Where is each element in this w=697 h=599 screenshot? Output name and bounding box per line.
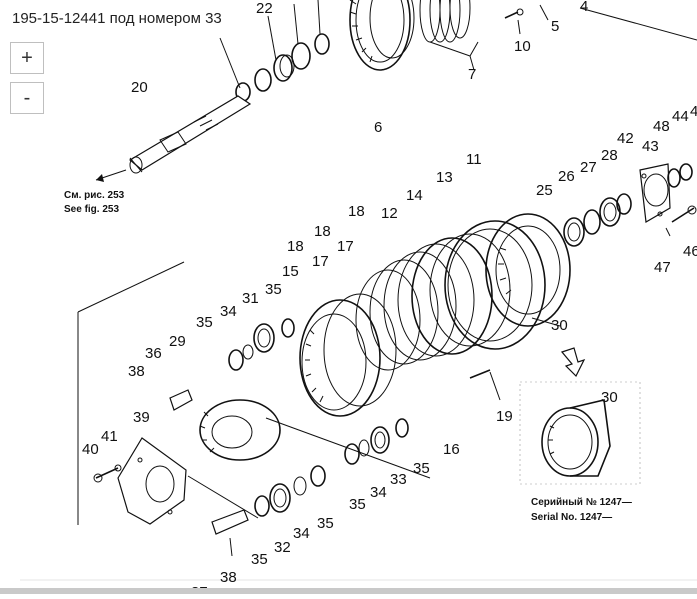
callout-41: 41 [101,428,118,445]
callout-22: 22 [256,0,273,17]
pin-38 [211,509,249,557]
housing-39 [117,437,187,525]
callout-34a: 34 [220,303,237,320]
callout-15: 15 [282,263,299,280]
callout-17a: 17 [337,238,354,255]
callout-35e: 35 [317,515,334,532]
callout-43: 43 [642,138,659,155]
callout-36: 36 [145,345,162,362]
callout-28: 28 [601,147,618,164]
pin-36 [169,389,193,411]
callout-38a: 38 [128,363,145,380]
callout-10: 10 [514,38,531,55]
callout-14: 14 [406,187,423,204]
callout-38b: 38 [220,569,237,586]
rings-43-44 [667,163,693,188]
washer-35a [281,318,295,338]
bolt-40 [93,464,122,483]
callout-18a: 18 [348,203,365,220]
washer-35c [395,418,409,438]
callout-6: 6 [374,119,382,136]
washer-35b [228,349,244,371]
needle-34c [293,476,307,496]
callout-34b: 34 [370,484,387,501]
seal-28 [616,193,632,215]
cover-42 [639,163,671,223]
ref-ru-fig: См. рис. 253 [64,190,125,201]
ring-gear-15 [299,293,397,417]
callout-46: 46 [683,243,697,260]
callout-39: 39 [133,409,150,426]
horizontal-scrollbar[interactable] [0,588,697,594]
gear-33 [370,426,390,454]
callout-7: 7 [468,66,476,83]
ref-en-fig: See fig. 253 [64,204,119,215]
callout-25: 25 [536,182,553,199]
callout-34c: 34 [293,525,310,542]
callout-17b: 17 [312,253,329,270]
callout-47: 47 [654,259,671,276]
callout-48: 48 [653,118,670,135]
bolt-10 [504,8,524,35]
planet-carrier-29 [199,399,281,461]
callout-18b: 18 [287,238,304,255]
zoom-in-button[interactable]: + [10,42,44,74]
callout-16: 16 [443,441,460,458]
callout-26: 26 [558,168,575,185]
clutch-housing-11 [355,220,546,371]
bearing-25 [563,217,585,247]
ref-ru-serial: Серийный № 1247— [531,497,632,508]
ref-en-serial: Serial No. 1247— [531,512,612,523]
callout-20: 20 [131,79,148,96]
callout-29: 29 [169,333,186,350]
zoom-out-button[interactable]: - [10,82,44,114]
callout-35d: 35 [349,496,366,513]
washer-35e [254,495,270,517]
bolt-46 [671,205,697,223]
shaft-20 [95,95,252,182]
callout-19: 19 [496,408,513,425]
needle-34b [358,439,370,457]
pin-19 [469,369,501,401]
callout-31: 31 [242,290,259,307]
callout-12: 12 [381,205,398,222]
arrow-down [560,347,586,378]
gear-6 [349,0,415,71]
callout-27: 27 [580,159,597,176]
callout-4: 4 [580,0,588,15]
page-title: 195-15-12441 под номером 33 [12,10,222,27]
callout-42: 42 [617,130,634,147]
detail-ring-30 [519,381,641,485]
callout-33: 33 [390,471,407,488]
callout-5: 5 [551,18,559,35]
needle-34a [242,344,254,360]
callout-30b: 30 [601,389,618,406]
bearing-26 [583,209,601,235]
gear-32 [269,483,291,513]
callout-44: 44 [672,108,689,125]
washer-35f [310,465,326,487]
gear-31 [253,323,275,353]
callout-4b: 4 [690,103,697,120]
callout-35c: 35 [413,460,430,477]
ring-30 [485,213,571,327]
disc-pack-7 [419,0,479,71]
callout-11: 11 [466,151,482,168]
callout-40: 40 [82,441,99,458]
callout-32: 32 [274,539,291,556]
callout-18c: 18 [314,223,331,240]
callout-35b: 35 [196,314,213,331]
washer-35d [344,443,360,465]
callout-35f: 35 [251,551,268,568]
callout-30a: 30 [551,317,568,334]
rings-22 [219,0,330,102]
callout-13: 13 [436,169,453,186]
callout-35a: 35 [265,281,282,298]
